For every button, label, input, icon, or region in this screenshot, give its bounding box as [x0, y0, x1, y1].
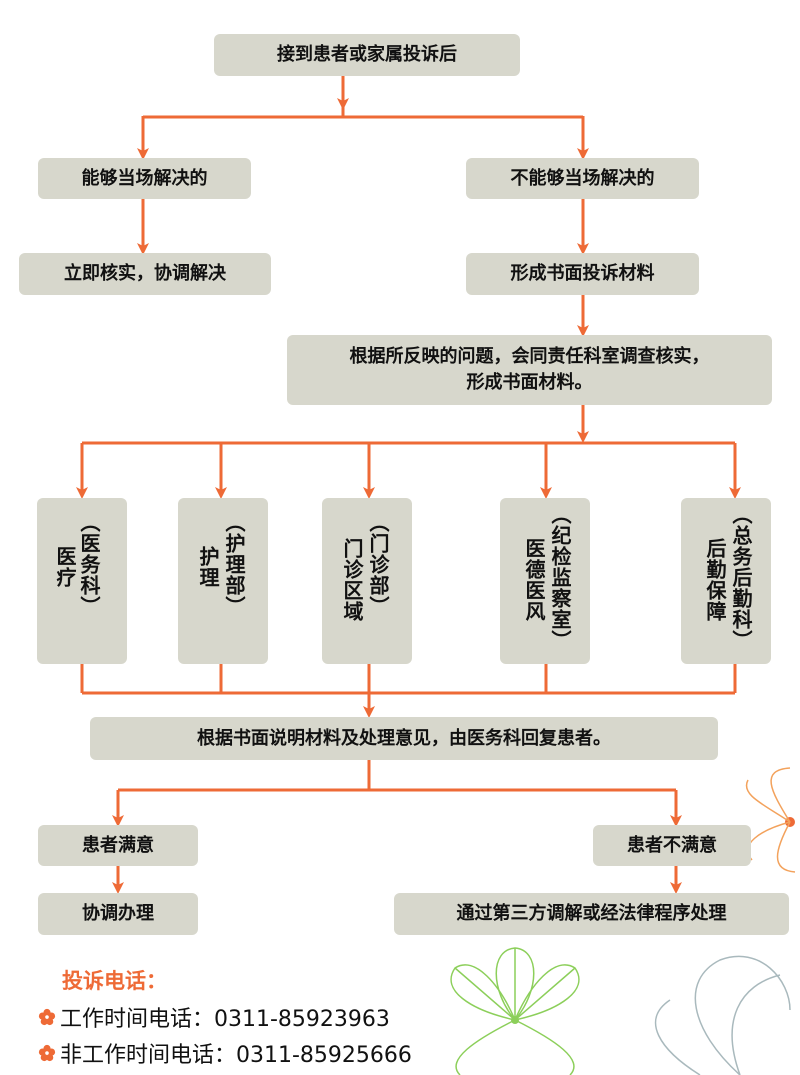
- dept-name: （护理部）: [222, 512, 246, 617]
- node-label: 患者不满意: [627, 834, 717, 856]
- contact-off-hours: 非工作时间电话：0311-85925666: [38, 1037, 412, 1069]
- node-reply: 根据书面说明材料及处理意见，由医务科回复患者。: [90, 717, 718, 760]
- node-third-party: 通过第三方调解或经法律程序处理: [394, 893, 789, 935]
- node-label: 根据书面说明材料及处理意见，由医务科回复患者。: [197, 727, 611, 749]
- node-unsatisfied: 患者不满意: [593, 825, 751, 866]
- contact-title-text: 投诉电话：: [62, 969, 167, 993]
- node-label: 能够当场解决的: [81, 167, 208, 189]
- dept-area: 门诊区域: [340, 538, 364, 622]
- contact-work-hours-text: 工作时间电话：0311-85923963: [60, 1007, 390, 1032]
- node-label-line1: 根据所反映的问题，会同责任科室调查核实，: [349, 346, 710, 367]
- contact-title: 投诉电话：: [62, 965, 167, 995]
- orange-flower-icon: [745, 767, 796, 873]
- node-receive-complaint: 接到患者或家属投诉后: [214, 34, 520, 76]
- dept-name: （医务科）: [77, 512, 101, 617]
- node-label: 协调办理: [82, 903, 154, 924]
- node-verify-now: 立即核实，协调解决: [19, 253, 271, 295]
- node-satisfied: 患者满意: [38, 825, 198, 866]
- dept-outpatient: （门诊部） 门诊区域: [322, 498, 412, 664]
- node-cannot-solve: 不能够当场解决的: [466, 158, 699, 199]
- node-label: 通过第三方调解或经法律程序处理: [456, 903, 727, 924]
- node-investigate: 根据所反映的问题，会同责任科室调查核实， 形成书面材料。: [287, 335, 772, 405]
- node-label-line2: 形成书面材料。: [466, 372, 593, 393]
- green-flower-icon: [450, 947, 580, 1075]
- flower-bullet-icon: [38, 1044, 56, 1062]
- dept-area: 后勤保障: [703, 538, 727, 622]
- contact-off-hours-text: 非工作时间电话：0311-85925666: [60, 1043, 412, 1068]
- dept-area: 医德医风: [522, 538, 546, 622]
- dept-logistics: （总务后勤科） 后勤保障: [681, 498, 771, 664]
- node-coordinate: 协调办理: [38, 893, 198, 935]
- dept-name: （总务后勤科）: [729, 504, 753, 651]
- node-label: 患者满意: [82, 834, 154, 856]
- contact-work-hours: 工作时间电话：0311-85923963: [38, 1001, 390, 1033]
- node-label: 不能够当场解决的: [510, 167, 655, 189]
- node-written-complaint: 形成书面投诉材料: [466, 253, 699, 295]
- dept-area: 护理: [196, 546, 220, 588]
- dept-name: （门诊部）: [366, 512, 390, 617]
- dept-name: （纪检监察室）: [548, 504, 572, 651]
- node-label: 接到患者或家属投诉后: [277, 44, 457, 65]
- node-label: 立即核实，协调解决: [64, 263, 226, 284]
- node-can-solve: 能够当场解决的: [38, 158, 251, 199]
- dept-area: 医疗: [53, 546, 77, 588]
- node-label: 形成书面投诉材料: [510, 263, 655, 284]
- dept-medical: （医务科） 医疗: [37, 498, 127, 664]
- gray-flower-icon: [654, 955, 791, 1075]
- dept-nursing: （护理部） 护理: [178, 498, 268, 664]
- flower-bullet-icon: [38, 1008, 56, 1026]
- dept-discipline: （纪检监察室） 医德医风: [500, 498, 590, 664]
